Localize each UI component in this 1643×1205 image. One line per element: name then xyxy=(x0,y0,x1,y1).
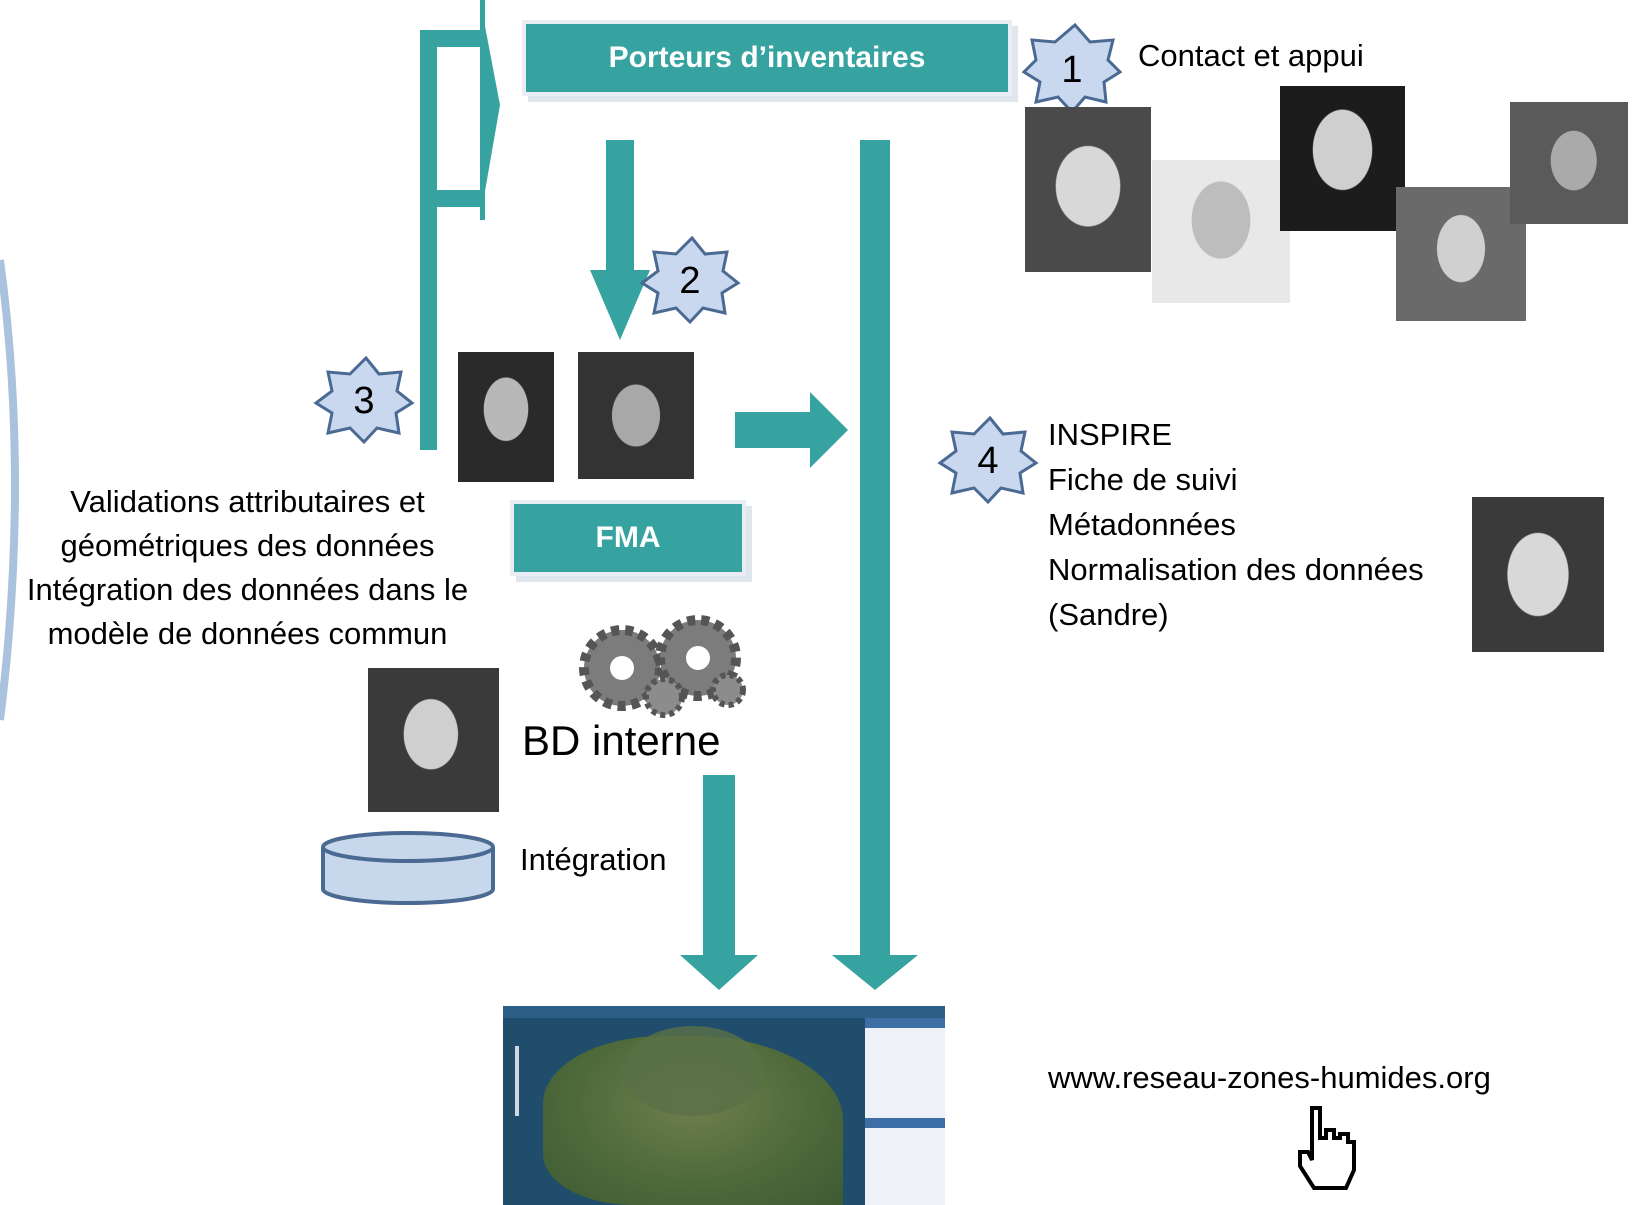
step-star-2: 2 xyxy=(639,235,741,325)
fma-label: FMA xyxy=(595,521,661,554)
step4-line: (Sandre) xyxy=(1048,597,1169,632)
step-number-4: 4 xyxy=(977,440,998,482)
bd-interne-label: BD interne xyxy=(522,717,721,764)
website-link[interactable]: www.reseau-zones-humides.org xyxy=(1048,1060,1491,1095)
team-photo xyxy=(1152,160,1290,303)
validation-text: Validations attributaires et géométrique… xyxy=(10,480,485,656)
down-arrow-integration xyxy=(680,775,758,990)
validation-line: modèle de données commun xyxy=(47,616,448,651)
porteurs-box: Porteurs d’inventaires xyxy=(522,20,1012,96)
step-star-1: 1 xyxy=(1021,22,1123,115)
panel-header xyxy=(865,1018,945,1028)
validation-line: Validations attributaires et xyxy=(70,484,425,519)
team-photo xyxy=(1025,107,1151,272)
step4-line: INSPIRE xyxy=(1048,417,1173,452)
panel-header xyxy=(865,1118,945,1128)
step4-line: Normalisation des données xyxy=(1048,552,1424,587)
map-land xyxy=(623,1026,763,1116)
team-photo xyxy=(1510,102,1628,224)
fma-photo xyxy=(458,352,554,482)
map-screenshot[interactable] xyxy=(503,1006,945,1205)
hand-pointer-icon xyxy=(1298,1106,1356,1190)
gears-icon xyxy=(579,615,746,718)
long-down-arrow xyxy=(832,140,918,990)
contact-label: Contact et appui xyxy=(1138,38,1364,73)
fma-photo xyxy=(578,352,694,479)
step-star-4: 4 xyxy=(937,415,1039,505)
feedback-arrow xyxy=(420,0,500,450)
map-toolbar xyxy=(503,1006,945,1018)
step4-line: Métadonnées xyxy=(1048,507,1236,542)
team-photo xyxy=(1396,187,1526,321)
step-number-1: 1 xyxy=(1061,49,1082,91)
step4-text: INSPIRE Fiche de suivi Métadonnées Norma… xyxy=(1048,412,1424,637)
validation-line: Intégration des données dans le xyxy=(26,572,469,607)
right-arrow xyxy=(735,392,848,468)
down-arrow-2 xyxy=(590,140,650,340)
validation-photo xyxy=(368,668,499,812)
team-photo xyxy=(1280,86,1405,231)
integration-label: Intégration xyxy=(520,842,667,877)
step-star-3: 3 xyxy=(313,355,415,445)
porteurs-label: Porteurs d’inventaires xyxy=(608,41,926,74)
map-zoom-slider[interactable] xyxy=(515,1046,519,1116)
database-icon xyxy=(321,831,495,905)
left-arc xyxy=(0,259,19,721)
map-side-panel xyxy=(865,1018,945,1205)
step-number-3: 3 xyxy=(353,380,374,422)
validation-line: géométriques des données xyxy=(60,528,435,563)
step4-line: Fiche de suivi xyxy=(1048,462,1238,497)
step-number-2: 2 xyxy=(679,260,700,302)
step4-photo xyxy=(1472,497,1604,652)
fma-box: FMA xyxy=(510,500,746,576)
